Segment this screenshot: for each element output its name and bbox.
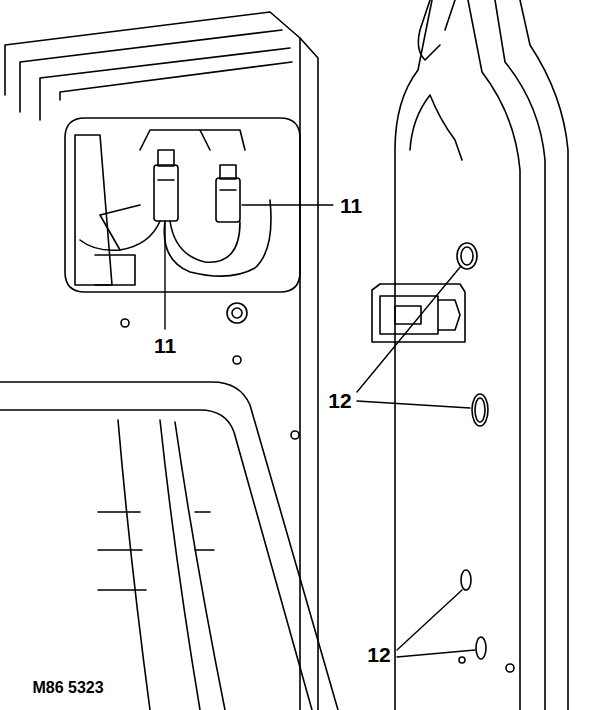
mounting-holes: [506, 664, 514, 672]
connector-plug: [158, 150, 174, 166]
figure-reference: M86 5323: [30, 679, 105, 697]
pillar-switch: [395, 306, 421, 324]
access-aperture: [75, 135, 112, 285]
access-aperture: [200, 130, 245, 150]
door-lower-panel: [0, 382, 338, 710]
leader-line: [164, 222, 165, 329]
mounting-holes: [459, 657, 465, 663]
wiring-harness: [170, 221, 240, 262]
pillar-switch: [372, 284, 465, 342]
wiring-harness: [80, 200, 271, 276]
mounting-holes: [291, 431, 299, 439]
door-lower-panel: [118, 420, 150, 710]
callout-number: 11: [338, 194, 364, 217]
grommet: [461, 247, 473, 265]
callout-number: 12: [365, 643, 392, 666]
leader-line: [397, 590, 462, 650]
wiring-harness: [164, 200, 271, 276]
callout-number: 12: [326, 389, 353, 412]
grommet: [457, 243, 477, 269]
door-lower-panel: [98, 511, 140, 513]
wiring-harness: [100, 205, 140, 250]
b-pillar: [410, 95, 462, 160]
b-pillar: [468, 0, 520, 710]
pillar-switch: [372, 284, 465, 342]
grommet: [475, 398, 485, 422]
connector-plug: [158, 179, 174, 181]
connector-plug: [220, 165, 236, 179]
mounting-holes: [232, 308, 242, 318]
door-lower-panel: [98, 589, 146, 591]
leader-line: [242, 204, 333, 205]
b-pillar: [418, 0, 440, 60]
b-pillar: [395, 0, 432, 710]
grommet: [461, 570, 471, 590]
pillar-switch: [438, 300, 460, 330]
access-aperture: [95, 255, 135, 285]
connector-plug: [220, 189, 236, 191]
b-pillar: [445, 0, 455, 30]
leader-line: [165, 205, 475, 657]
door-shell: [40, 48, 290, 120]
connector-plug: [216, 178, 240, 222]
mounting-holes: [233, 356, 241, 364]
door-lower-panel: [0, 382, 338, 710]
door-lower-panel: [195, 549, 214, 551]
mounting-holes: [121, 303, 514, 672]
door-lower-panel: [195, 511, 210, 513]
leader-line: [397, 650, 475, 657]
mounting-holes: [227, 303, 247, 323]
door-lower-panel: [98, 549, 142, 551]
door-lower-panel: [0, 410, 312, 710]
connector-plug: [154, 165, 178, 221]
door-shell: [5, 12, 318, 710]
b-pillar: [395, 0, 568, 710]
mounting-holes: [121, 319, 129, 327]
b-pillar: [495, 0, 545, 710]
grommet: [457, 243, 488, 659]
door-shell: [5, 12, 300, 710]
grommet: [472, 394, 488, 426]
door-lower-panel: [160, 420, 200, 710]
connector-plug: [154, 150, 240, 222]
wiring-harness: [80, 221, 160, 250]
grommet: [476, 637, 486, 659]
door-lower-panel: [175, 422, 225, 710]
leader-line: [357, 266, 461, 392]
callout-number: 11: [152, 334, 178, 357]
b-pillar: [520, 0, 568, 710]
door-shell: [60, 62, 292, 100]
access-aperture: [140, 130, 210, 150]
leader-line: [357, 401, 470, 408]
